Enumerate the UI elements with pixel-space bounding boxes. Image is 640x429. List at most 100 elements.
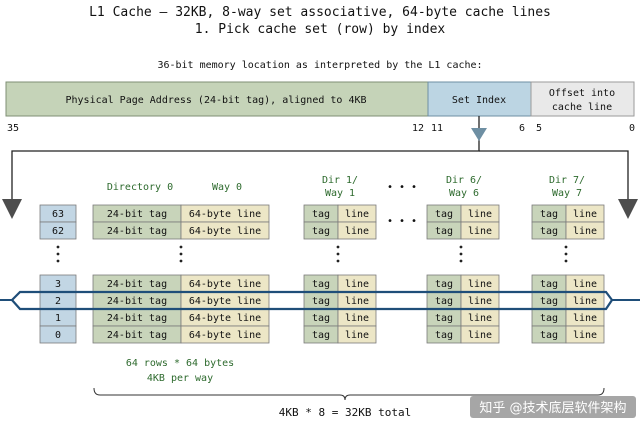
tag-cell-text: tag [312,209,330,220]
tag-cell-text: tag [540,279,558,290]
rows-note-line1: 64 rows * 64 bytes [126,358,234,369]
set-index-field [427,81,532,117]
watermark-bg [470,396,636,418]
vertical-ellipsis [179,245,183,249]
line-cell [460,325,500,344]
vertical-ellipsis [179,259,183,263]
line-cell-text: line [345,209,369,220]
tag-cell-text: tag [312,313,330,324]
line-cell-text: line [468,296,492,307]
tag-cell-text: tag [435,313,453,324]
right-arrow-icon [618,199,638,219]
line-cell [565,325,605,344]
vertical-ellipsis [336,245,340,249]
bit-11: 11 [431,123,443,134]
line-cell-text: 64-byte line [189,209,261,220]
bit-35: 35 [7,123,19,134]
bit-5: 5 [536,123,542,134]
bit-0: 0 [629,123,635,134]
tag-cell-text: 24-bit tag [107,279,167,290]
dir6-header-line2: Way 6 [449,188,479,199]
offset-field [530,81,635,117]
address-bar: Physical Page Address (24-bit tag), alig… [5,81,635,117]
vertical-ellipsis [459,259,463,263]
way0-header: Way 0 [212,182,242,193]
tag-cell-text: tag [540,296,558,307]
vertical-ellipsis [56,252,60,256]
tag-cell-text: tag [435,226,453,237]
vertical-ellipsis [56,259,60,263]
set-index-cell-text: 3 [55,279,61,290]
line-cell-text: 64-byte line [189,313,261,324]
line-cell [565,221,605,240]
bit-12: 12 [412,123,424,134]
total-note: 4KB * 8 = 32KB total [279,406,411,419]
line-cell-text: line [573,313,597,324]
vertical-ellipsis [564,252,568,256]
set-index-cell-text: 0 [55,330,61,341]
vertical-ellipsis [459,252,463,256]
tag-cell-text: tag [312,296,330,307]
directory0-header: Directory 0 [107,182,173,193]
tag-cell-text: tag [435,296,453,307]
line-cell [180,325,270,344]
line-cell-text: 64-byte line [189,279,261,290]
tag-cell-text: 24-bit tag [107,313,167,324]
left-arrow-icon [2,199,22,219]
vertical-ellipsis [459,245,463,249]
tag-cell-text: tag [540,209,558,220]
set-index-label: Set Index [452,95,506,106]
total-brace [93,387,605,401]
tag-cell-text: tag [540,226,558,237]
tag-cell-text: tag [435,279,453,290]
tag-cell-text: tag [435,330,453,341]
line-cell [460,221,500,240]
bit-6: 6 [519,123,525,134]
address-caption: 36-bit memory location as interpreted by… [157,60,482,71]
set-index-cell-text: 1 [55,313,61,324]
tag-cell-text: tag [540,330,558,341]
line-cell-text: line [345,279,369,290]
set-index-cell-text: 62 [52,226,64,237]
dir7-header-line2: Way 7 [552,188,582,199]
tag-cell-text: tag [312,279,330,290]
index-arrow-icon [471,128,487,141]
dir1-header-line2: Way 1 [325,188,355,199]
line-cell-text: line [345,330,369,341]
vertical-ellipsis [564,259,568,263]
line-cell-text: line [573,226,597,237]
diagram-step-title: 1. Pick cache set (row) by index [195,22,446,37]
vertical-ellipsis [179,252,183,256]
line-cell-text: line [468,330,492,341]
tag-cell-text: 24-bit tag [107,226,167,237]
line-cell-text: line [345,296,369,307]
set-index-cell [39,221,77,240]
line-cell-text: line [345,313,369,324]
ellipsis-rows: • • • [387,216,417,227]
tag-cell-text: tag [312,330,330,341]
line-cell-text: line [573,330,597,341]
tag-cell-text: tag [435,209,453,220]
line-cell [180,221,270,240]
offset-label-line1: Offset into [549,88,615,99]
line-cell-text: line [468,279,492,290]
line-cell-text: line [468,209,492,220]
set-index-cell-text: 63 [52,209,64,220]
line-cell-text: line [573,209,597,220]
dir7-header-line1: Dir 7/ [549,175,585,186]
watermark: 知乎 @技术底层软件架构 [479,400,626,416]
tag-cell-text: tag [312,226,330,237]
line-cell-text: line [345,226,369,237]
line-cell-text: 64-byte line [189,296,261,307]
tag-cell-text: 24-bit tag [107,330,167,341]
tag-cell-text: 24-bit tag [107,296,167,307]
offset-label-line2: cache line [552,102,612,113]
vertical-ellipsis [336,259,340,263]
set-index-cell-text: 2 [55,296,61,307]
line-cell-text: line [468,226,492,237]
line-cell-text: line [573,279,597,290]
rows-note-line2: 4KB per way [147,373,213,384]
set-index-cell [39,325,77,344]
tag-cell-text: tag [540,313,558,324]
